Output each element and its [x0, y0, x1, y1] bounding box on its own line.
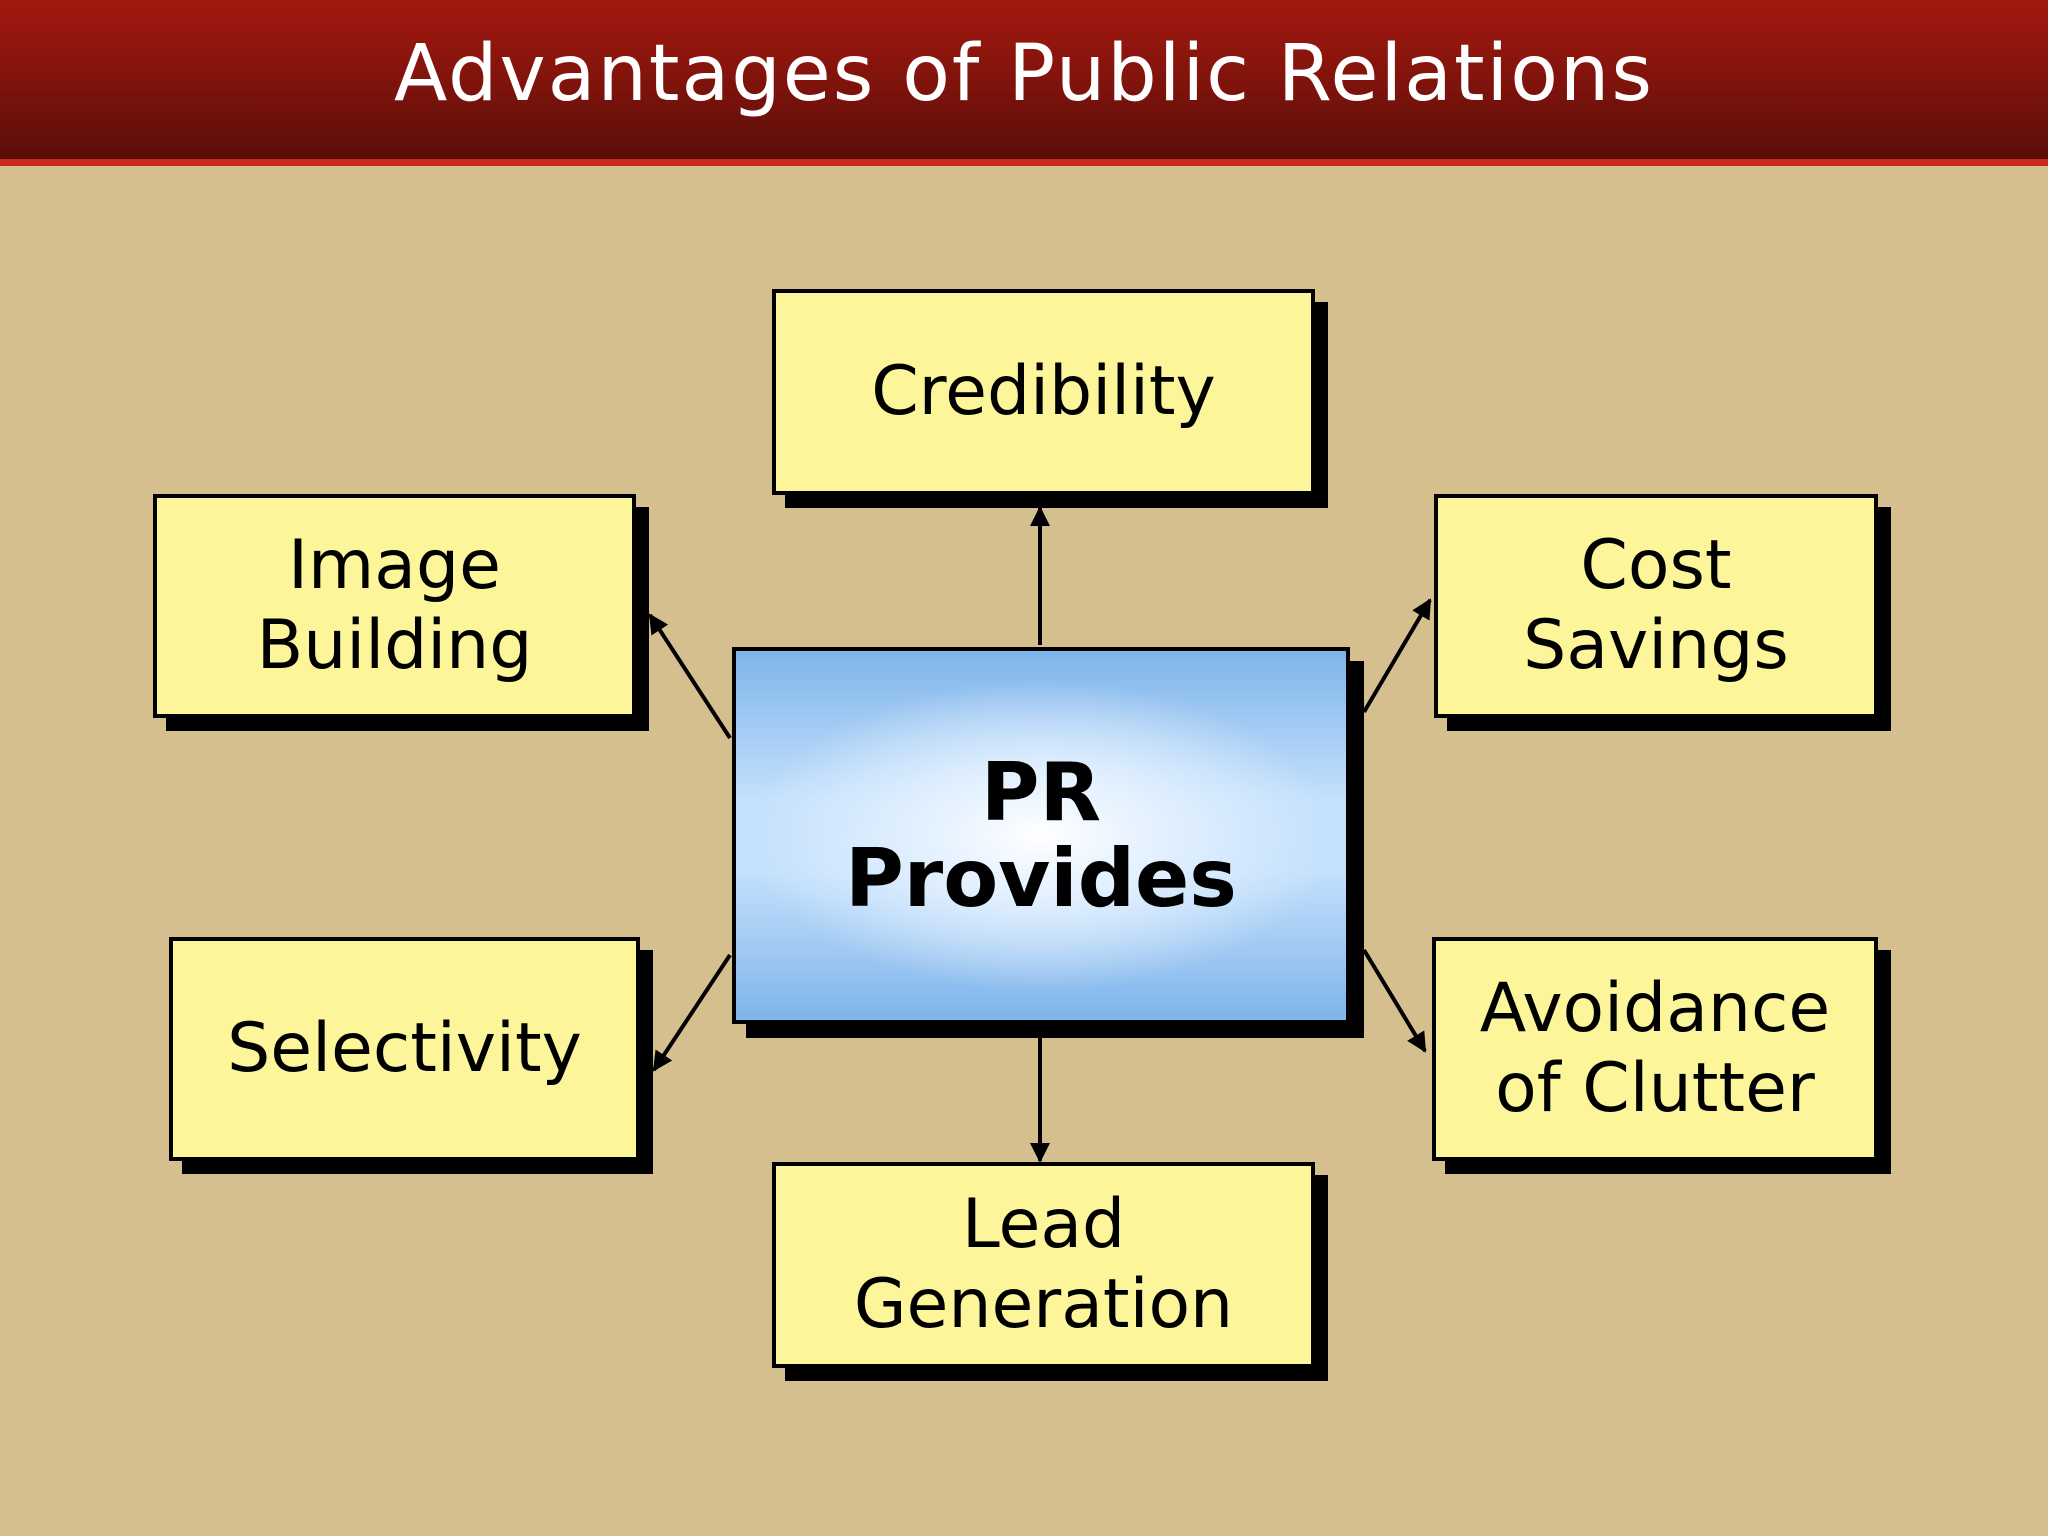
node-avoidance-of-clutter: Avoidance of Clutter	[1432, 937, 1878, 1161]
arrow-to-image-building	[648, 613, 732, 740]
arrow-to-selectivity	[652, 953, 732, 1072]
node-lead-generation: Lead Generation	[772, 1162, 1315, 1368]
node-image-building: Image Building	[153, 494, 636, 718]
node-selectivity: Selectivity	[169, 937, 640, 1161]
center-node-pr-provides: PR Provides	[732, 647, 1350, 1024]
node-credibility: Credibility	[772, 289, 1315, 495]
node-cost-savings: Cost Savings	[1434, 494, 1878, 718]
arrow-to-avoidance-of-clutter	[1362, 948, 1427, 1053]
title-bar	[0, 0, 2048, 166]
page-title: Advantages of Public Relations	[393, 29, 1654, 119]
arrow-to-cost-savings	[1362, 598, 1432, 714]
